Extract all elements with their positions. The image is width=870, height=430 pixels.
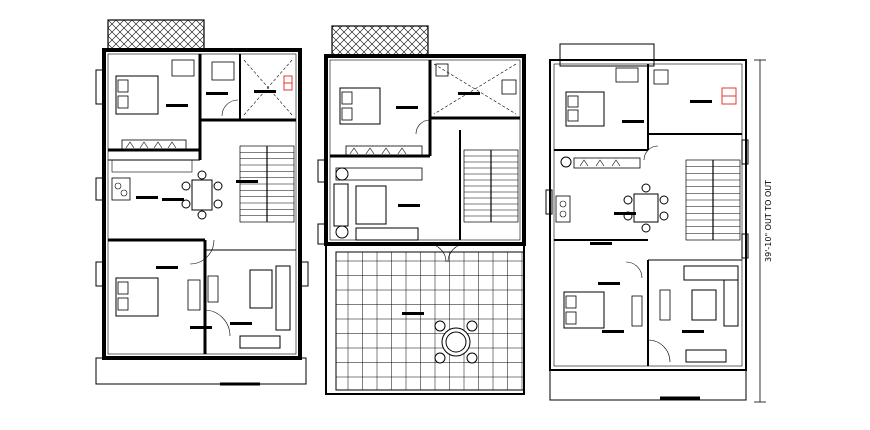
room-tag-mark — [190, 326, 212, 329]
sofa-2 — [333, 183, 349, 227]
sofa-1 — [275, 265, 291, 331]
room-tag-mark — [622, 120, 644, 123]
room-tag-mark — [396, 106, 418, 109]
room-tag-mark — [254, 90, 276, 93]
balcony-3 — [559, 43, 655, 67]
floor-plan-3 — [545, 43, 766, 403]
balcony-hatch-2 — [331, 25, 429, 57]
room-tag-mark — [162, 198, 184, 201]
bed-3 — [339, 87, 381, 125]
room-tag-mark — [682, 330, 704, 333]
floor-plan-1 — [95, 19, 309, 386]
terrace-tiles — [335, 251, 525, 391]
dimension-label: 39'-10" OUT TO OUT — [764, 180, 773, 262]
dining-table-1 — [191, 179, 213, 211]
dining-table-3 — [633, 193, 659, 223]
terrace-table — [434, 320, 478, 364]
room-tag-mark — [614, 212, 636, 215]
room-tag-mark — [156, 266, 178, 269]
sofa-3 — [683, 265, 739, 281]
room-tag-mark — [602, 330, 624, 333]
bed-5 — [563, 291, 605, 329]
bed-4 — [565, 91, 605, 127]
floor-plan-2 — [317, 25, 526, 395]
wardrobe-1 — [121, 139, 187, 151]
balcony-hatch — [107, 19, 205, 51]
room-tag-mark — [590, 242, 612, 245]
room-tag-mark — [458, 92, 480, 95]
room-tag-mark — [690, 100, 712, 103]
room-tag-mark — [598, 282, 620, 285]
room-tag-mark — [206, 92, 228, 95]
bottom-slab — [95, 357, 307, 385]
bed-1 — [115, 75, 159, 115]
room-tag-mark — [236, 180, 258, 183]
outer-wall — [102, 48, 302, 360]
room-tag-mark — [402, 312, 424, 315]
room-tag-mark — [136, 196, 158, 199]
kitchen-counter-1 — [111, 177, 131, 201]
room-tag-mark — [230, 322, 252, 325]
bed-2 — [115, 277, 159, 317]
room-tag-mark — [166, 104, 188, 107]
room-tag-mark — [398, 204, 420, 207]
